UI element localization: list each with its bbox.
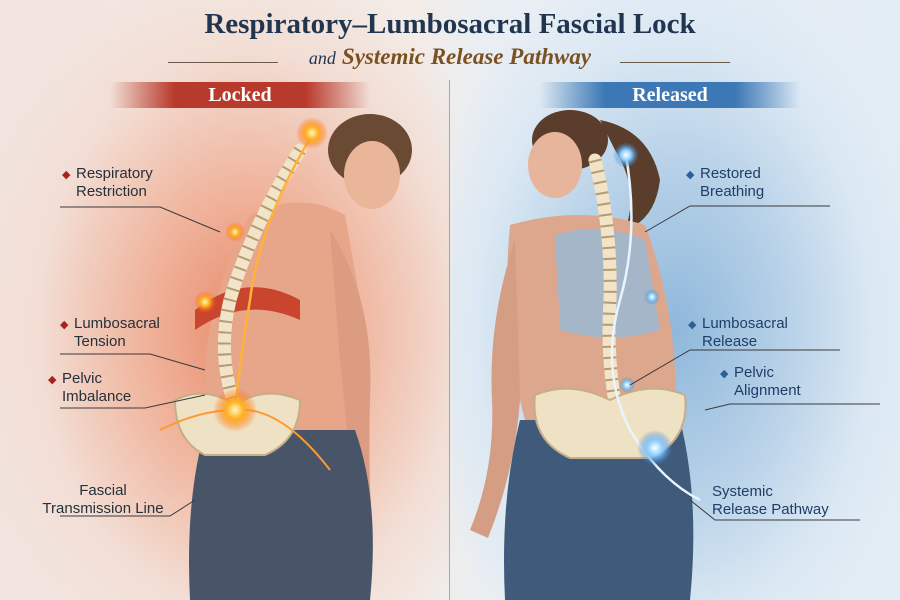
label-fascial-transmission-line: Fascial Transmission Line — [42, 482, 164, 517]
label-systemic-release-pathway: Systemic Release Pathway — [712, 483, 829, 518]
leader-release — [629, 349, 840, 386]
locked-glow-chest — [225, 222, 245, 242]
page-title: Respiratory–Lumbosacral Fascial Lock — [204, 8, 696, 40]
released-figure — [470, 110, 701, 600]
label-lumbosacral-tension: ◆ Lumbosacral Tension — [60, 315, 160, 350]
label-restored-breathing: ◆ Restored Breathing — [686, 165, 765, 200]
released-glow-pelvis — [637, 430, 673, 466]
released-glow-chest — [644, 289, 660, 305]
leader-respiratory — [60, 206, 221, 233]
locked-leader-lines — [60, 206, 221, 517]
subtitle-main: Systemic Release Pathway — [341, 44, 592, 69]
released-head — [528, 132, 582, 198]
released-arm — [470, 240, 520, 538]
locked-fascial-line — [233, 129, 317, 411]
label-respiratory-restriction: ◆ Respiratory Restriction — [62, 165, 153, 200]
diamond-icon: ◆ — [62, 169, 71, 181]
locked-glow-pelvis — [213, 388, 257, 432]
released-jeans — [504, 420, 694, 600]
released-glow-neck — [613, 142, 639, 168]
locked-glow-neck — [296, 117, 328, 149]
label-pelvic-imbalance: ◆ Pelvic Imbalance — [48, 370, 132, 405]
locked-figure — [159, 114, 412, 600]
released-fascial-line — [610, 149, 701, 502]
diamond-icon: ◆ — [686, 169, 695, 181]
subtitle-and: and — [308, 48, 336, 68]
leader-pelvic — [60, 394, 206, 409]
leader-restored — [644, 205, 830, 233]
label-pelvic-alignment: ◆ Pelvic Alignment — [720, 364, 801, 399]
center-divider — [449, 80, 450, 600]
diamond-icon: ◆ — [688, 319, 697, 331]
released-leader-lines — [629, 205, 880, 521]
subtitle-rule-left — [168, 62, 278, 63]
released-glow-lumbar — [619, 377, 635, 393]
released-spine — [588, 153, 625, 427]
locked-spine-segments — [217, 146, 306, 423]
leader-lumbosacral — [60, 353, 206, 371]
leader-systemic — [689, 499, 860, 521]
subtitle-rule-right — [620, 62, 730, 63]
diamond-icon: ◆ — [60, 319, 69, 331]
locked-banner: Locked — [110, 82, 370, 108]
leader-alignment — [704, 403, 880, 411]
locked-glow-diaphragm — [194, 291, 216, 313]
locked-head — [344, 141, 400, 209]
released-banner: Released — [540, 82, 800, 108]
leader-fascial — [60, 499, 196, 517]
diamond-icon: ◆ — [720, 368, 729, 380]
label-lumbosacral-release: ◆ Lumbosacral Release — [688, 315, 788, 350]
diamond-icon: ◆ — [48, 374, 57, 386]
locked-jeans — [189, 430, 373, 600]
